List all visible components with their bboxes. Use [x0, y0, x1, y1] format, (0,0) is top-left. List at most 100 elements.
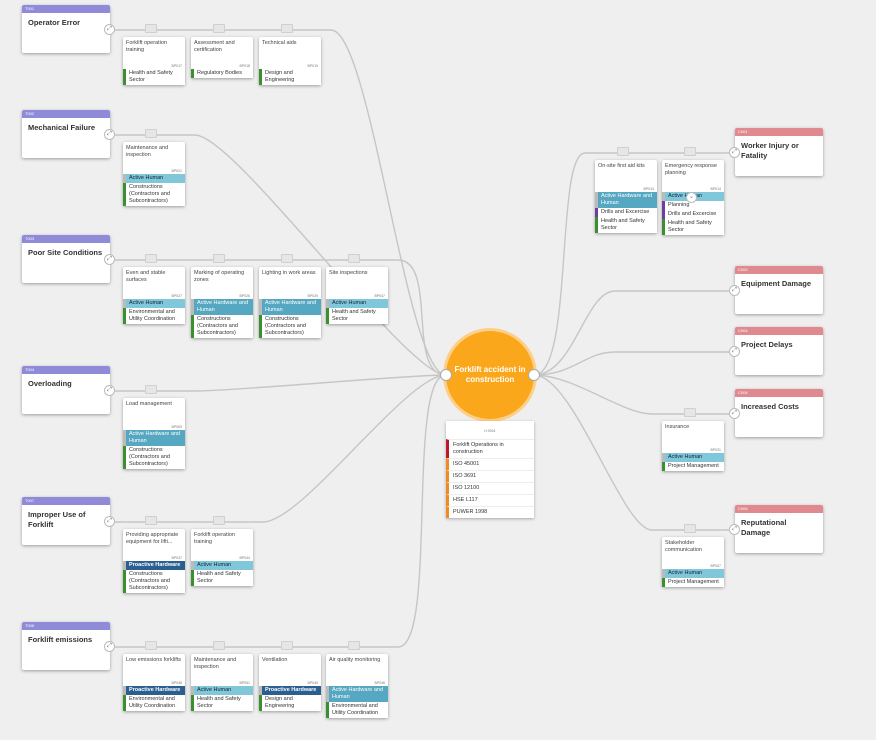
- chevron-down-icon[interactable]: ⌄: [686, 192, 697, 203]
- barrier-code: BP026: [239, 294, 250, 298]
- expand-arrows-icon[interactable]: ⤢: [729, 346, 740, 357]
- expand-arrows-icon[interactable]: ⤢: [729, 285, 740, 296]
- connector-line: [533, 351, 729, 376]
- expand-arrows-icon[interactable]: ⤢: [104, 254, 115, 265]
- connector-line: [115, 29, 447, 376]
- barrier-handle[interactable]: [281, 254, 293, 263]
- consequence-title: Project Delays: [741, 340, 793, 349]
- expand-arrows-icon[interactable]: ⤢: [104, 641, 115, 652]
- barrier-attribute: Health and Safety Sector: [595, 217, 657, 233]
- barrier-handle[interactable]: [213, 254, 225, 263]
- barrier-handle[interactable]: [145, 129, 157, 138]
- barrier-handle[interactable]: [213, 516, 225, 525]
- barrier-handle[interactable]: [684, 408, 696, 417]
- barrier-handle[interactable]: [684, 147, 696, 156]
- barrier-attribute: Active Human: [662, 569, 724, 578]
- barrier-code: BP031: [710, 448, 721, 452]
- barrier-description: Emergency response planning: [665, 163, 717, 176]
- barrier-handle[interactable]: [145, 24, 157, 33]
- barrier-handle[interactable]: [145, 385, 157, 394]
- expand-arrows-icon[interactable]: ⤢: [104, 516, 115, 527]
- barrier-attribute: Active Human: [191, 686, 253, 695]
- top-event-right-port[interactable]: [528, 369, 540, 381]
- barrier-description: Lighting in work areas: [262, 270, 316, 276]
- threat-title: Forklift emissions: [28, 635, 93, 644]
- barrier-code: BP021: [171, 169, 182, 173]
- barrier-handle[interactable]: [348, 641, 360, 650]
- barrier-card[interactable]: Providing appropriate equipment for lift…: [123, 529, 185, 593]
- expand-arrows-icon[interactable]: ⤢: [729, 408, 740, 419]
- expand-arrows-icon[interactable]: ⤢: [104, 129, 115, 140]
- barrier-handle[interactable]: [145, 516, 157, 525]
- barrier-handle[interactable]: [145, 254, 157, 263]
- barrier-attribute: Active Hardware and Human: [326, 686, 388, 702]
- top-event-left-port[interactable]: [440, 369, 452, 381]
- expand-arrows-icon[interactable]: ⤢: [104, 385, 115, 396]
- barrier-code: BP048: [171, 681, 182, 685]
- barrier-attribute: Drills and Excercise: [595, 208, 657, 217]
- barrier-handle[interactable]: [348, 254, 360, 263]
- consequence-title: Reputational Damage: [741, 518, 787, 537]
- barrier-attribute: Health and Safety Sector: [191, 695, 253, 711]
- barrier-attribute: Constructions (Contractors and Subcontra…: [123, 446, 185, 469]
- barrier-code: BP047: [374, 294, 385, 298]
- barrier-handle[interactable]: [213, 24, 225, 33]
- consequence-tag: C002: [735, 266, 823, 274]
- connector-line: [115, 134, 447, 376]
- threat-tag: T006: [22, 622, 110, 630]
- consequence-title: Equipment Damage: [741, 279, 812, 288]
- threat-tag: T003: [22, 235, 110, 243]
- barrier-description: Maintenance and inspection: [126, 145, 169, 158]
- expand-arrows-icon[interactable]: ⤢: [729, 147, 740, 158]
- connector-line: [533, 374, 729, 415]
- barrier-handle[interactable]: [281, 24, 293, 33]
- top-event[interactable]: Forklift accident in construction: [446, 331, 534, 419]
- hazard-item: Forklift Operations in construction: [446, 439, 534, 458]
- barrier-handle[interactable]: [145, 641, 157, 650]
- connector-line: [115, 374, 447, 648]
- barrier-handle[interactable]: [213, 641, 225, 650]
- hazard-item: HSE L117: [446, 494, 534, 506]
- expand-arrows-icon[interactable]: ⤢: [104, 24, 115, 35]
- barrier-attribute: Active Hardware and Human: [191, 299, 253, 315]
- barrier-handle[interactable]: [617, 147, 629, 156]
- barrier-description: Stakeholder communication: [665, 540, 702, 553]
- expand-arrows-icon[interactable]: ⤢: [729, 524, 740, 535]
- threat-tag: T001: [22, 5, 110, 13]
- barrier-handle[interactable]: [684, 524, 696, 533]
- barrier-handle[interactable]: [281, 641, 293, 650]
- barrier-attribute: Environmental and Utility Coordination: [123, 695, 185, 711]
- barrier-attribute: Health and Safety Sector: [326, 308, 388, 324]
- hazard-card[interactable]: H.0001 Forklift Operations in constructi…: [446, 421, 534, 518]
- connector-line: [115, 374, 447, 392]
- barrier-attribute: Health and Safety Sector: [662, 219, 724, 235]
